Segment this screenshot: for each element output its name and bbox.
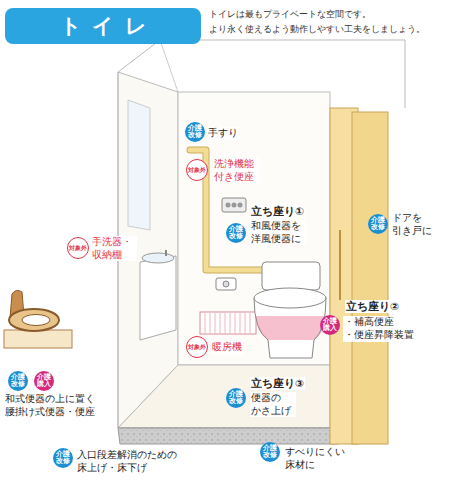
- floor-slab-part: [118, 428, 338, 444]
- paper-holder-part: [216, 278, 236, 290]
- control-panel-part: [238, 203, 243, 208]
- paper-holder-part: [223, 281, 229, 287]
- control-panel: [222, 198, 246, 212]
- sliding-door-part: [352, 112, 388, 444]
- western-toilet: [254, 262, 326, 358]
- renovation-badge: 介護 改修: [226, 223, 246, 243]
- badge-text: 介護 改修: [229, 226, 243, 240]
- raised-seat-illustration: [4, 290, 72, 348]
- callout-label: すべりにくい 床材に: [284, 446, 350, 471]
- western-toilet-part: [262, 262, 320, 290]
- mirror-part: [128, 100, 150, 230]
- callout-label: 手すり: [207, 127, 239, 140]
- callout-label: 洗浄機能 付き便座: [213, 158, 259, 183]
- western-toilet-part: [254, 288, 326, 308]
- western-toilet-part: [255, 316, 325, 340]
- callout-label: 便器の かさ上げ: [250, 392, 296, 417]
- callout-label: 入口段差解消のための 床上げ・床下げ: [76, 449, 182, 474]
- mirror: [128, 100, 150, 230]
- raised-seat-illustration-part: [22, 315, 50, 326]
- hand-wash-sink-part: [140, 256, 176, 340]
- renovation-badge: 介護 改修: [260, 442, 280, 462]
- title-banner: トイレ: [5, 8, 201, 44]
- intro-text: トイレは最もプライベートな空間です。: [208, 8, 372, 20]
- badge-text: 介護 改修: [263, 445, 277, 459]
- callout-label: 和風便器を 洋風便器に: [250, 220, 306, 245]
- floor-slab: [118, 428, 338, 444]
- badge-text: 介護 改修: [371, 217, 385, 231]
- callout-label: 手洗器・ 収納棚: [91, 236, 137, 261]
- section-heading: 立ち座り①: [250, 205, 305, 218]
- paper-holder: [216, 278, 236, 290]
- intro-text: より永く使えるよう動作しやすい工夫をしましょう。: [208, 23, 426, 35]
- excluded-badge: 対象外: [67, 237, 89, 259]
- callout-label: 和式便器の上に置く 腰掛け式便器・便座: [4, 393, 100, 418]
- hand-wash-sink-part: [142, 253, 174, 263]
- callout-label: ・便座昇降装置: [343, 329, 415, 342]
- hand-wash-sink-part: [165, 250, 167, 256]
- raised-seat-illustration-part: [4, 330, 72, 348]
- renovation-badge: 介護 改修: [8, 371, 28, 391]
- excluded-badge: 対象外: [186, 336, 208, 358]
- hand-wash-sink: [140, 250, 176, 340]
- badge-text: 介護 改修: [11, 374, 25, 388]
- section-heading: 立ち座り②: [345, 300, 400, 313]
- badge-text: 介護 改修: [188, 125, 202, 139]
- room-walls-part: [160, 40, 178, 92]
- raised-seat-illustration-part: [9, 309, 59, 331]
- renovation-badge: 介護 改修: [368, 214, 388, 234]
- heater: [200, 312, 256, 334]
- badge-text: 介護 購入: [323, 318, 337, 332]
- renovation-badge: 介護 改修: [226, 388, 246, 408]
- callout-label: ・補高便座: [343, 316, 395, 329]
- room-walls-part: [118, 365, 330, 428]
- badge-text: 介護 購入: [37, 374, 51, 388]
- callout-label: 暖房機: [211, 341, 243, 354]
- badge-text: 対象外: [188, 344, 206, 350]
- heater-part: [200, 312, 256, 334]
- callout-label: ドアを 引き戸に: [391, 212, 437, 237]
- title-text: トイレ: [49, 12, 157, 40]
- control-panel-part: [222, 198, 246, 212]
- badge-text: 介護 改修: [56, 451, 70, 465]
- badge-text: 対象外: [188, 167, 206, 173]
- purchase-badge: 介護 購入: [320, 315, 340, 335]
- badge-text: 介護 改修: [229, 391, 243, 405]
- renovation-badge: 介護 改修: [53, 448, 73, 468]
- badge-text: 対象外: [69, 245, 87, 251]
- purchase-badge: 介護 購入: [34, 371, 54, 391]
- room-walls-part: [178, 92, 330, 365]
- renovation-badge: 介護 改修: [185, 122, 205, 142]
- heater-part: [205, 313, 250, 333]
- sliding-door: [330, 108, 388, 444]
- sliding-door-part: [339, 230, 341, 300]
- excluded-badge: 対象外: [186, 159, 208, 181]
- section-heading: 立ち座り③: [250, 377, 305, 390]
- control-panel-part: [226, 203, 231, 208]
- control-panel-part: [232, 203, 237, 208]
